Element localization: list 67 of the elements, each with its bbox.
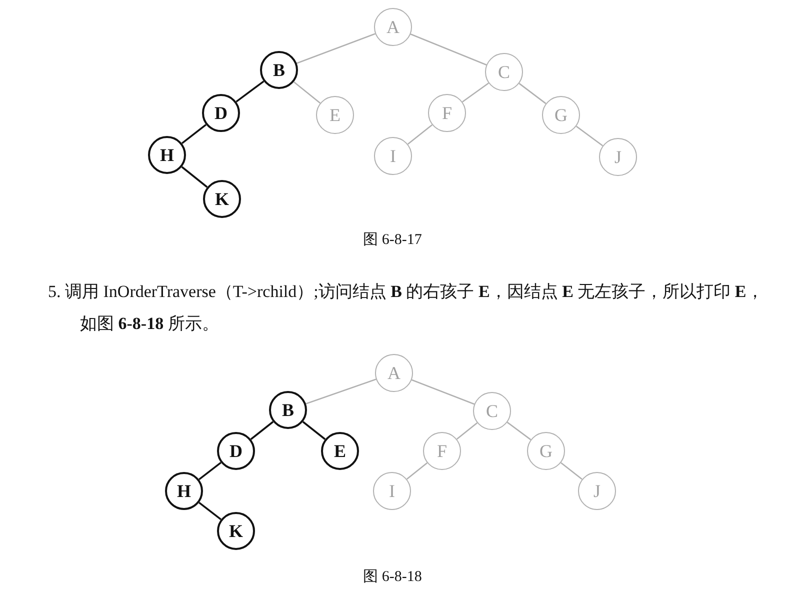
node-letter: K [228, 520, 243, 542]
node-letter: B [272, 60, 285, 80]
tree-edge [250, 421, 274, 440]
tree-node-circle [473, 392, 511, 430]
tree-edge [302, 421, 326, 440]
tree-edge [236, 80, 264, 102]
tree-edge [198, 502, 222, 520]
tree-edge [506, 422, 532, 440]
tree-edge [406, 462, 428, 480]
figure-caption: 图 6-8-18 [362, 568, 423, 586]
tree-edge [456, 422, 478, 440]
tree-edge [462, 82, 489, 102]
tree-edge [407, 124, 433, 145]
node-letter: B [282, 400, 294, 420]
figure-caption: 图 6-8-17 [362, 231, 423, 249]
tree-node-circle [542, 96, 580, 134]
node-letter: G [554, 104, 568, 126]
tree-edge [306, 378, 376, 404]
node-letter: D [214, 102, 228, 124]
node-letter: G [540, 440, 552, 462]
node-letter: E [334, 440, 346, 462]
node-letter: J [614, 146, 622, 168]
tree-node-circle [316, 96, 354, 134]
tree-edge [296, 33, 376, 64]
tree-node-circle [485, 53, 523, 91]
node-letter: A [388, 362, 400, 384]
tree-edge [518, 82, 546, 104]
tree-node-circle [428, 94, 466, 132]
node-letter: F [442, 102, 452, 124]
tree-node-circle [321, 432, 359, 470]
node-letter: K [214, 188, 229, 210]
tree-edge [181, 166, 208, 188]
tree-node-circle [165, 472, 203, 510]
node-letter: C [486, 400, 498, 422]
tree-edge [410, 34, 487, 66]
tree-edge [576, 126, 604, 146]
tree-node-circle [202, 94, 240, 132]
tree-edge [560, 462, 582, 480]
tree-node-circle [217, 432, 255, 470]
paragraph-text: 5. 调用 InOrderTraverse（T->rchild）;访问结点 B 的右孩子 E，因结点 E 无左孩子，所以打印 E，如图 6-8-18 所示。 [48, 281, 764, 335]
tree-edge [198, 462, 222, 480]
node-letter: H [160, 144, 174, 166]
tree-node-circle [578, 472, 616, 510]
tree-edge [181, 124, 207, 144]
node-letter: D [230, 440, 242, 462]
tree-node-circle [203, 180, 241, 218]
tree-node-circle [599, 138, 637, 176]
tree-node-circle [375, 354, 413, 392]
node-letter: A [386, 16, 400, 38]
tree-node-circle [374, 8, 412, 46]
tree-node-circle [217, 512, 255, 550]
tree-node-circle [423, 432, 461, 470]
tree-edge [293, 81, 321, 104]
node-letter: E [330, 104, 340, 126]
tree-node-circle [269, 391, 307, 429]
tree-node-circle [260, 51, 298, 89]
tree-node-circle [374, 137, 412, 175]
node-letter: F [436, 440, 447, 462]
node-letter: J [593, 480, 600, 502]
node-letter: H [176, 480, 191, 502]
node-letter: C [498, 62, 510, 82]
node-letter: I [389, 480, 395, 502]
node-letter: I [390, 146, 396, 166]
tree-node-circle [373, 472, 411, 510]
tree-edge [411, 379, 475, 405]
tree-node-circle [527, 432, 565, 470]
tree-node-circle [148, 136, 186, 174]
